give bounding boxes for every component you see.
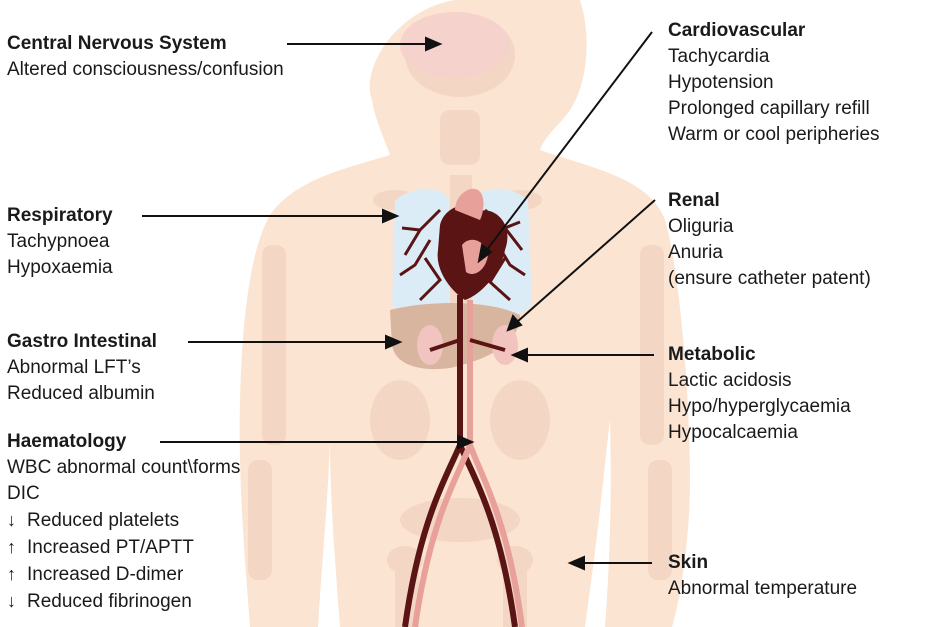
gastro-heading: Gastro Intestinal: [7, 329, 157, 355]
haematology-item-6: ↓Reduced fibrinogen: [7, 588, 240, 615]
haematology-item-2: DIC: [7, 481, 240, 507]
gastro-item-1: Abnormal LFT’s: [7, 355, 157, 381]
skin-heading: Skin: [668, 550, 857, 576]
haematology-item-4-text: Increased PT/APTT: [27, 537, 194, 558]
respiratory-item-2: Hypoxaemia: [7, 255, 113, 281]
down-arrow-icon: ↓: [7, 588, 27, 614]
haematology-item-3-text: Reduced platelets: [27, 510, 179, 531]
metabolic-item-2: Hypo/hyperglycaemia: [668, 394, 851, 420]
renal-label-group: Renal Oliguria Anuria (ensure catheter p…: [668, 188, 871, 292]
metabolic-item-3: Hypocalcaemia: [668, 420, 851, 446]
cardio-heading: Cardiovascular: [668, 18, 880, 44]
renal-heading: Renal: [668, 188, 871, 214]
respiratory-item-1: Tachypnoea: [7, 229, 113, 255]
down-arrow-icon: ↓: [7, 507, 27, 533]
skin-label-group: Skin Abnormal temperature: [668, 550, 857, 602]
haematology-label-group: Haematology WBC abnormal count\forms DIC…: [7, 429, 240, 615]
haematology-item-1: WBC abnormal count\forms: [7, 455, 240, 481]
gastro-label-group: Gastro Intestinal Abnormal LFT’s Reduced…: [7, 329, 157, 407]
skin-item-1: Abnormal temperature: [668, 576, 857, 602]
metabolic-label-group: Metabolic Lactic acidosis Hypo/hyperglyc…: [668, 342, 851, 446]
haematology-item-5-text: Increased D-dimer: [27, 564, 183, 585]
metabolic-heading: Metabolic: [668, 342, 851, 368]
cardio-item-1: Tachycardia: [668, 44, 880, 70]
metabolic-item-1: Lactic acidosis: [668, 368, 851, 394]
cardio-label-group: Cardiovascular Tachycardia Hypotension P…: [668, 18, 880, 148]
cardio-item-4: Warm or cool peripheries: [668, 122, 880, 148]
gastro-item-2: Reduced albumin: [7, 381, 157, 407]
haematology-item-3: ↓Reduced platelets: [7, 507, 240, 534]
respiratory-heading: Respiratory: [7, 203, 113, 229]
cardio-item-3: Prolonged capillary refill: [668, 96, 880, 122]
cardio-item-2: Hypotension: [668, 70, 880, 96]
renal-item-2: Anuria: [668, 240, 871, 266]
cns-heading: Central Nervous System: [7, 31, 284, 57]
haematology-heading: Haematology: [7, 429, 240, 455]
renal-item-3: (ensure catheter patent): [668, 266, 871, 292]
haematology-item-5: ↑Increased D-dimer: [7, 561, 240, 588]
cns-item-1: Altered consciousness/confusion: [7, 57, 284, 83]
left-kidney: [492, 325, 518, 365]
cns-label-group: Central Nervous System Altered conscious…: [7, 31, 284, 83]
respiratory-label-group: Respiratory Tachypnoea Hypoxaemia: [7, 203, 113, 281]
haematology-item-4: ↑Increased PT/APTT: [7, 534, 240, 561]
haematology-item-6-text: Reduced fibrinogen: [27, 591, 192, 612]
up-arrow-icon: ↑: [7, 534, 27, 560]
renal-item-1: Oliguria: [668, 214, 871, 240]
up-arrow-icon: ↑: [7, 561, 27, 587]
